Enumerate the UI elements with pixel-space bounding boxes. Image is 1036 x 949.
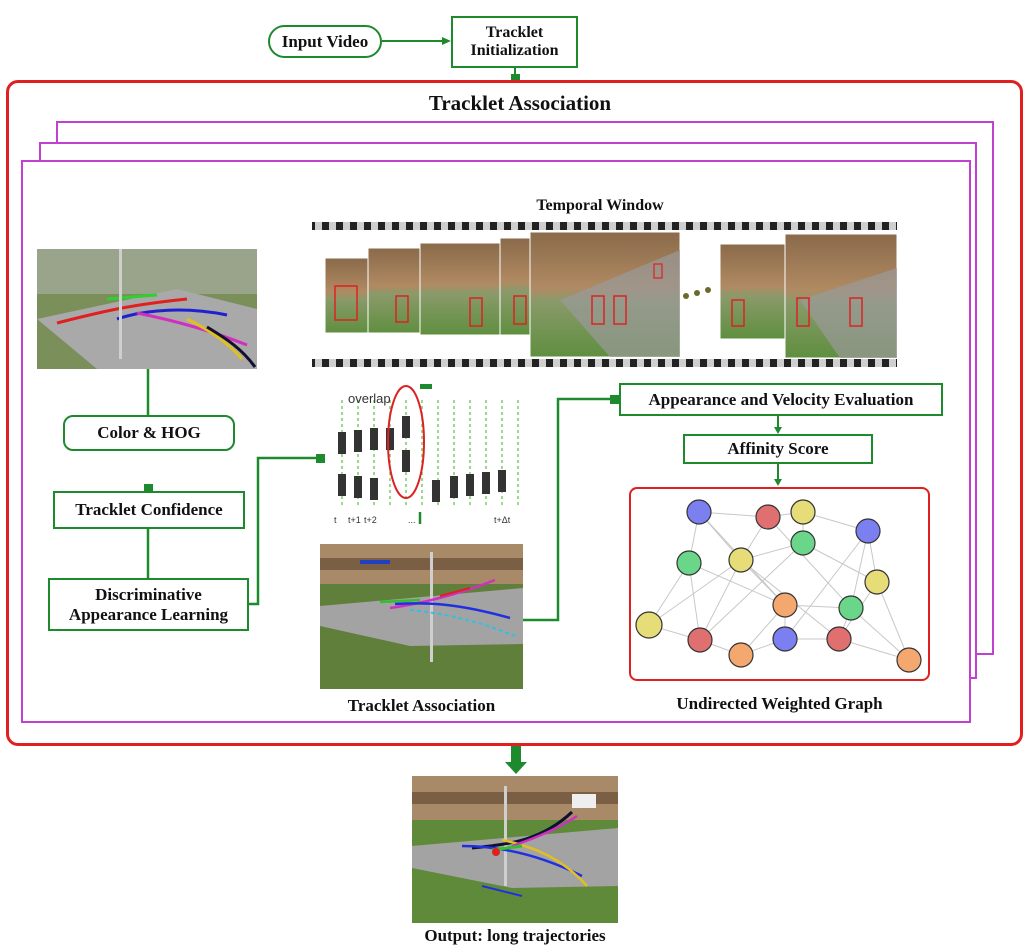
color-hog-box: Color & HOG <box>63 415 235 451</box>
frame-5 <box>529 231 681 358</box>
graph-node <box>687 627 713 653</box>
discriminative-line1: Discriminative <box>95 584 202 604</box>
t-label-0: t <box>334 515 337 525</box>
tracklet-init-line1: Tracklet <box>485 23 544 41</box>
temporal-window-label: Temporal Window <box>536 197 664 214</box>
graph-node <box>838 595 864 621</box>
graph-node <box>790 499 816 525</box>
appearance-velocity-box: Appearance and Velocity Evaluation <box>619 383 943 416</box>
graph-node <box>728 642 754 668</box>
output-trajectory-image <box>412 776 618 923</box>
graph-node <box>855 518 881 544</box>
tracklet-initialization-box: Tracklet Initialization <box>451 16 578 68</box>
overlap-diagram <box>338 384 519 524</box>
graph-node <box>826 626 852 652</box>
input-video-label: Input Video <box>281 31 369 51</box>
undirected-weighted-graph <box>635 499 922 673</box>
input-video-node: Input Video <box>268 25 382 58</box>
appearance-velocity-label: Appearance and Velocity Evaluation <box>648 389 914 409</box>
graph-node <box>635 611 663 639</box>
affinity-score-label: Affinity Score <box>727 439 829 459</box>
graph-node <box>864 569 890 595</box>
discriminative-appearance-box: Discriminative Appearance Learning <box>48 578 249 631</box>
tracklet-association-image <box>320 544 523 689</box>
graph-node <box>790 530 816 556</box>
graph-node <box>676 550 702 576</box>
left-scene-image <box>37 249 257 369</box>
tracklet-init-line2: Initialization <box>470 42 559 59</box>
t-axis-labels: t t+1 t+2 ... t+Δt <box>334 515 524 529</box>
t-label-3: ... <box>408 515 416 525</box>
discriminative-line2: Appearance Learning <box>68 604 229 624</box>
tracklet-confidence-box: Tracklet Confidence <box>53 491 245 529</box>
frame-7 <box>784 233 898 359</box>
graph-node <box>772 626 798 652</box>
color-hog-label: Color & HOG <box>97 423 201 443</box>
output-caption: Output: long trajectories <box>424 926 606 945</box>
tracklet-confidence-label: Tracklet Confidence <box>75 500 223 520</box>
graph-node <box>686 499 712 525</box>
overlap-label: overlap <box>348 391 391 406</box>
tracklet-association-caption: Tracklet Association <box>347 696 496 715</box>
t-label-4: t+Δt <box>494 515 511 525</box>
graph-node <box>755 504 781 530</box>
affinity-score-box: Affinity Score <box>683 434 873 464</box>
graph-node <box>728 547 754 573</box>
t-label-1: t+1 <box>348 515 361 525</box>
tracklet-association-frame <box>6 80 1023 746</box>
graph-node <box>896 647 922 673</box>
graph-caption: Undirected Weighted Graph <box>676 694 883 713</box>
t-label-2: t+2 <box>364 515 377 525</box>
graph-node <box>772 592 798 618</box>
tracklet-association-title: Tracklet Association <box>428 91 612 115</box>
